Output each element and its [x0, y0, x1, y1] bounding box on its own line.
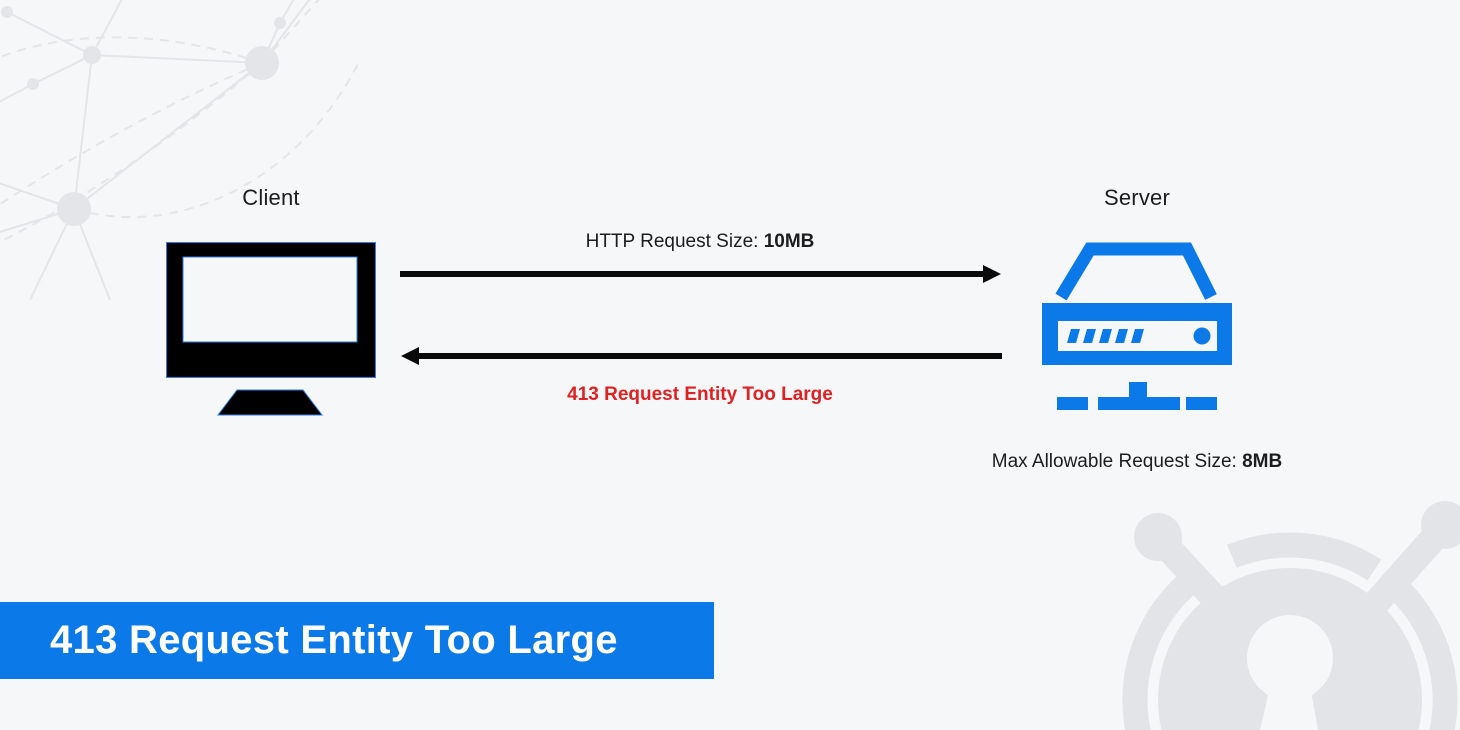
title-banner: 413 Request Entity Too Large [0, 602, 714, 679]
max-request-size-note: Max Allowable Request Size: 8MB [937, 451, 1337, 473]
keyhole-logo [1122, 501, 1460, 730]
response-error-label: 413 Request Entity Too Large [567, 384, 833, 405]
network-mesh-decoration [0, 0, 361, 300]
client-label: Client [242, 185, 300, 210]
server-label: Server [1104, 185, 1170, 210]
monitor-icon [166, 242, 376, 416]
server-icon [1042, 242, 1232, 410]
max-request-size-prefix: Max Allowable Request Size: [991, 451, 1243, 472]
max-request-size-value: 8MB [1242, 451, 1283, 472]
request-size-prefix: HTTP Request Size: [585, 231, 764, 252]
request-size-value: 10MB [763, 231, 815, 252]
request-size-label: HTTP Request Size: 10MB [400, 231, 1000, 253]
response-arrow [401, 347, 1002, 365]
page-title: 413 Request Entity Too Large [50, 618, 618, 662]
request-arrow [400, 265, 1001, 283]
